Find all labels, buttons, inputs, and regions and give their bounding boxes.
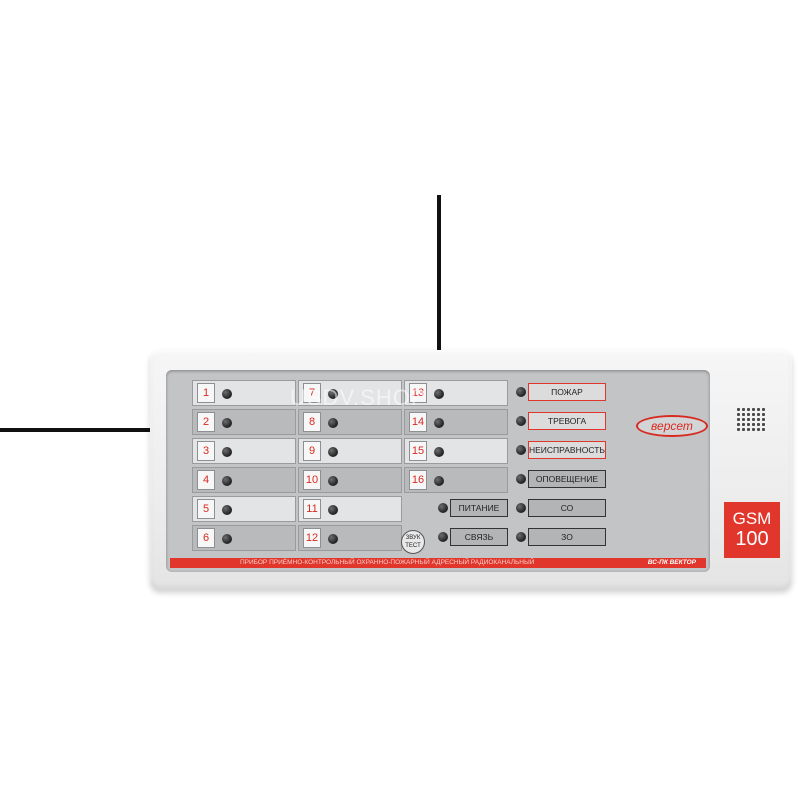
led-indicator	[222, 534, 232, 544]
zone-number: 11	[303, 499, 321, 519]
zone-number: 16	[409, 470, 427, 490]
watermark: USDV.SHOP	[290, 385, 427, 410]
zone-number: 15	[409, 441, 427, 461]
test-button-line2: ТЕСТ	[405, 543, 421, 549]
led-indicator	[222, 476, 232, 486]
zone-number: 5	[197, 499, 215, 519]
test-button-line1: ЗВУК	[405, 535, 421, 541]
speaker-grille-icon	[734, 402, 768, 436]
led-indicator	[328, 418, 338, 428]
led-indicator	[434, 389, 444, 399]
status-label-fault: НЕИСПРАВНОСТЬ	[528, 441, 606, 459]
led-indicator	[328, 505, 338, 515]
status-label-link: СВЯЗЬ	[450, 528, 508, 546]
device-description: ПРИБОР ПРИЁМНО-КОНТРОЛЬНЫЙ ОХРАННО-ПОЖАР…	[240, 559, 535, 566]
led-indicator	[328, 534, 338, 544]
status-led-co	[516, 503, 526, 513]
status-label-power: ПИТАНИЕ	[450, 499, 508, 517]
status-led-alarm	[516, 416, 526, 426]
status-label-co: СО	[528, 499, 606, 517]
led-indicator	[222, 505, 232, 515]
indicator-panel: 1 2 3 4 5 6 7 8 9 10 11 12 13 14 15 16 П…	[166, 370, 710, 572]
status-led-power	[438, 503, 448, 513]
zone-number: 6	[197, 528, 215, 548]
zone-number: 8	[303, 412, 321, 432]
status-led-zo	[516, 532, 526, 542]
zone-cell-5: 5	[192, 496, 296, 522]
zone-cell-6: 6	[192, 525, 296, 551]
sound-test-button[interactable]: ЗВУК ТЕСТ	[401, 530, 425, 554]
status-label-alarm: ТРЕВОГА	[528, 412, 606, 430]
zone-cell-12: 12	[298, 525, 402, 551]
led-indicator	[434, 447, 444, 457]
status-led-link	[438, 532, 448, 542]
zone-cell-15: 15	[404, 438, 508, 464]
status-led-fault	[516, 445, 526, 455]
zone-number: 13	[409, 383, 427, 403]
led-indicator	[434, 476, 444, 486]
zone-number: 2	[197, 412, 215, 432]
brand-logo: версет	[636, 415, 708, 437]
zone-cell-3: 3	[192, 438, 296, 464]
zone-number: 12	[303, 528, 321, 548]
status-label-notification: ОПОВЕЩЕНИЕ	[528, 470, 606, 488]
model-name: ВС-ПК ВЕКТОР	[647, 559, 696, 566]
zone-cell-4: 4	[192, 467, 296, 493]
led-indicator	[222, 418, 232, 428]
zone-cell-13: 13	[404, 380, 508, 406]
zone-cell-2: 2	[192, 409, 296, 435]
zone-number: 9	[303, 441, 321, 461]
zone-cell-11: 11	[298, 496, 402, 522]
status-led-fire	[516, 387, 526, 397]
status-label-fire: ПОЖАР	[528, 383, 606, 401]
zone-cell-1: 1	[192, 380, 296, 406]
zone-cell-10: 10	[298, 467, 402, 493]
zone-cell-14: 14	[404, 409, 508, 435]
zone-number: 7	[303, 383, 321, 403]
status-label-zo: ЗО	[528, 528, 606, 546]
zone-cell-16: 16	[404, 467, 508, 493]
gsm-badge: GSM 100	[724, 502, 780, 558]
zone-number: 4	[197, 470, 215, 490]
zone-number: 14	[409, 412, 427, 432]
zone-cell-8: 8	[298, 409, 402, 435]
led-indicator	[222, 447, 232, 457]
zone-cell-9: 9	[298, 438, 402, 464]
led-indicator	[328, 389, 338, 399]
led-indicator	[328, 447, 338, 457]
description-strip: ПРИБОР ПРИЁМНО-КОНТРОЛЬНЫЙ ОХРАННО-ПОЖАР…	[170, 558, 706, 568]
zone-number: 1	[197, 383, 215, 403]
gsm-label: GSM	[732, 509, 772, 528]
control-panel-device: 1 2 3 4 5 6 7 8 9 10 11 12 13 14 15 16 П…	[150, 350, 792, 590]
led-indicator	[434, 418, 444, 428]
antenna-vertical	[437, 195, 441, 355]
gsm-number: 100	[735, 528, 769, 550]
led-indicator	[222, 389, 232, 399]
led-indicator	[328, 476, 338, 486]
zone-number: 3	[197, 441, 215, 461]
antenna-horizontal	[0, 428, 152, 432]
zone-cell-7: 7	[298, 380, 402, 406]
status-led-notification	[516, 474, 526, 484]
zone-number: 10	[303, 470, 321, 490]
